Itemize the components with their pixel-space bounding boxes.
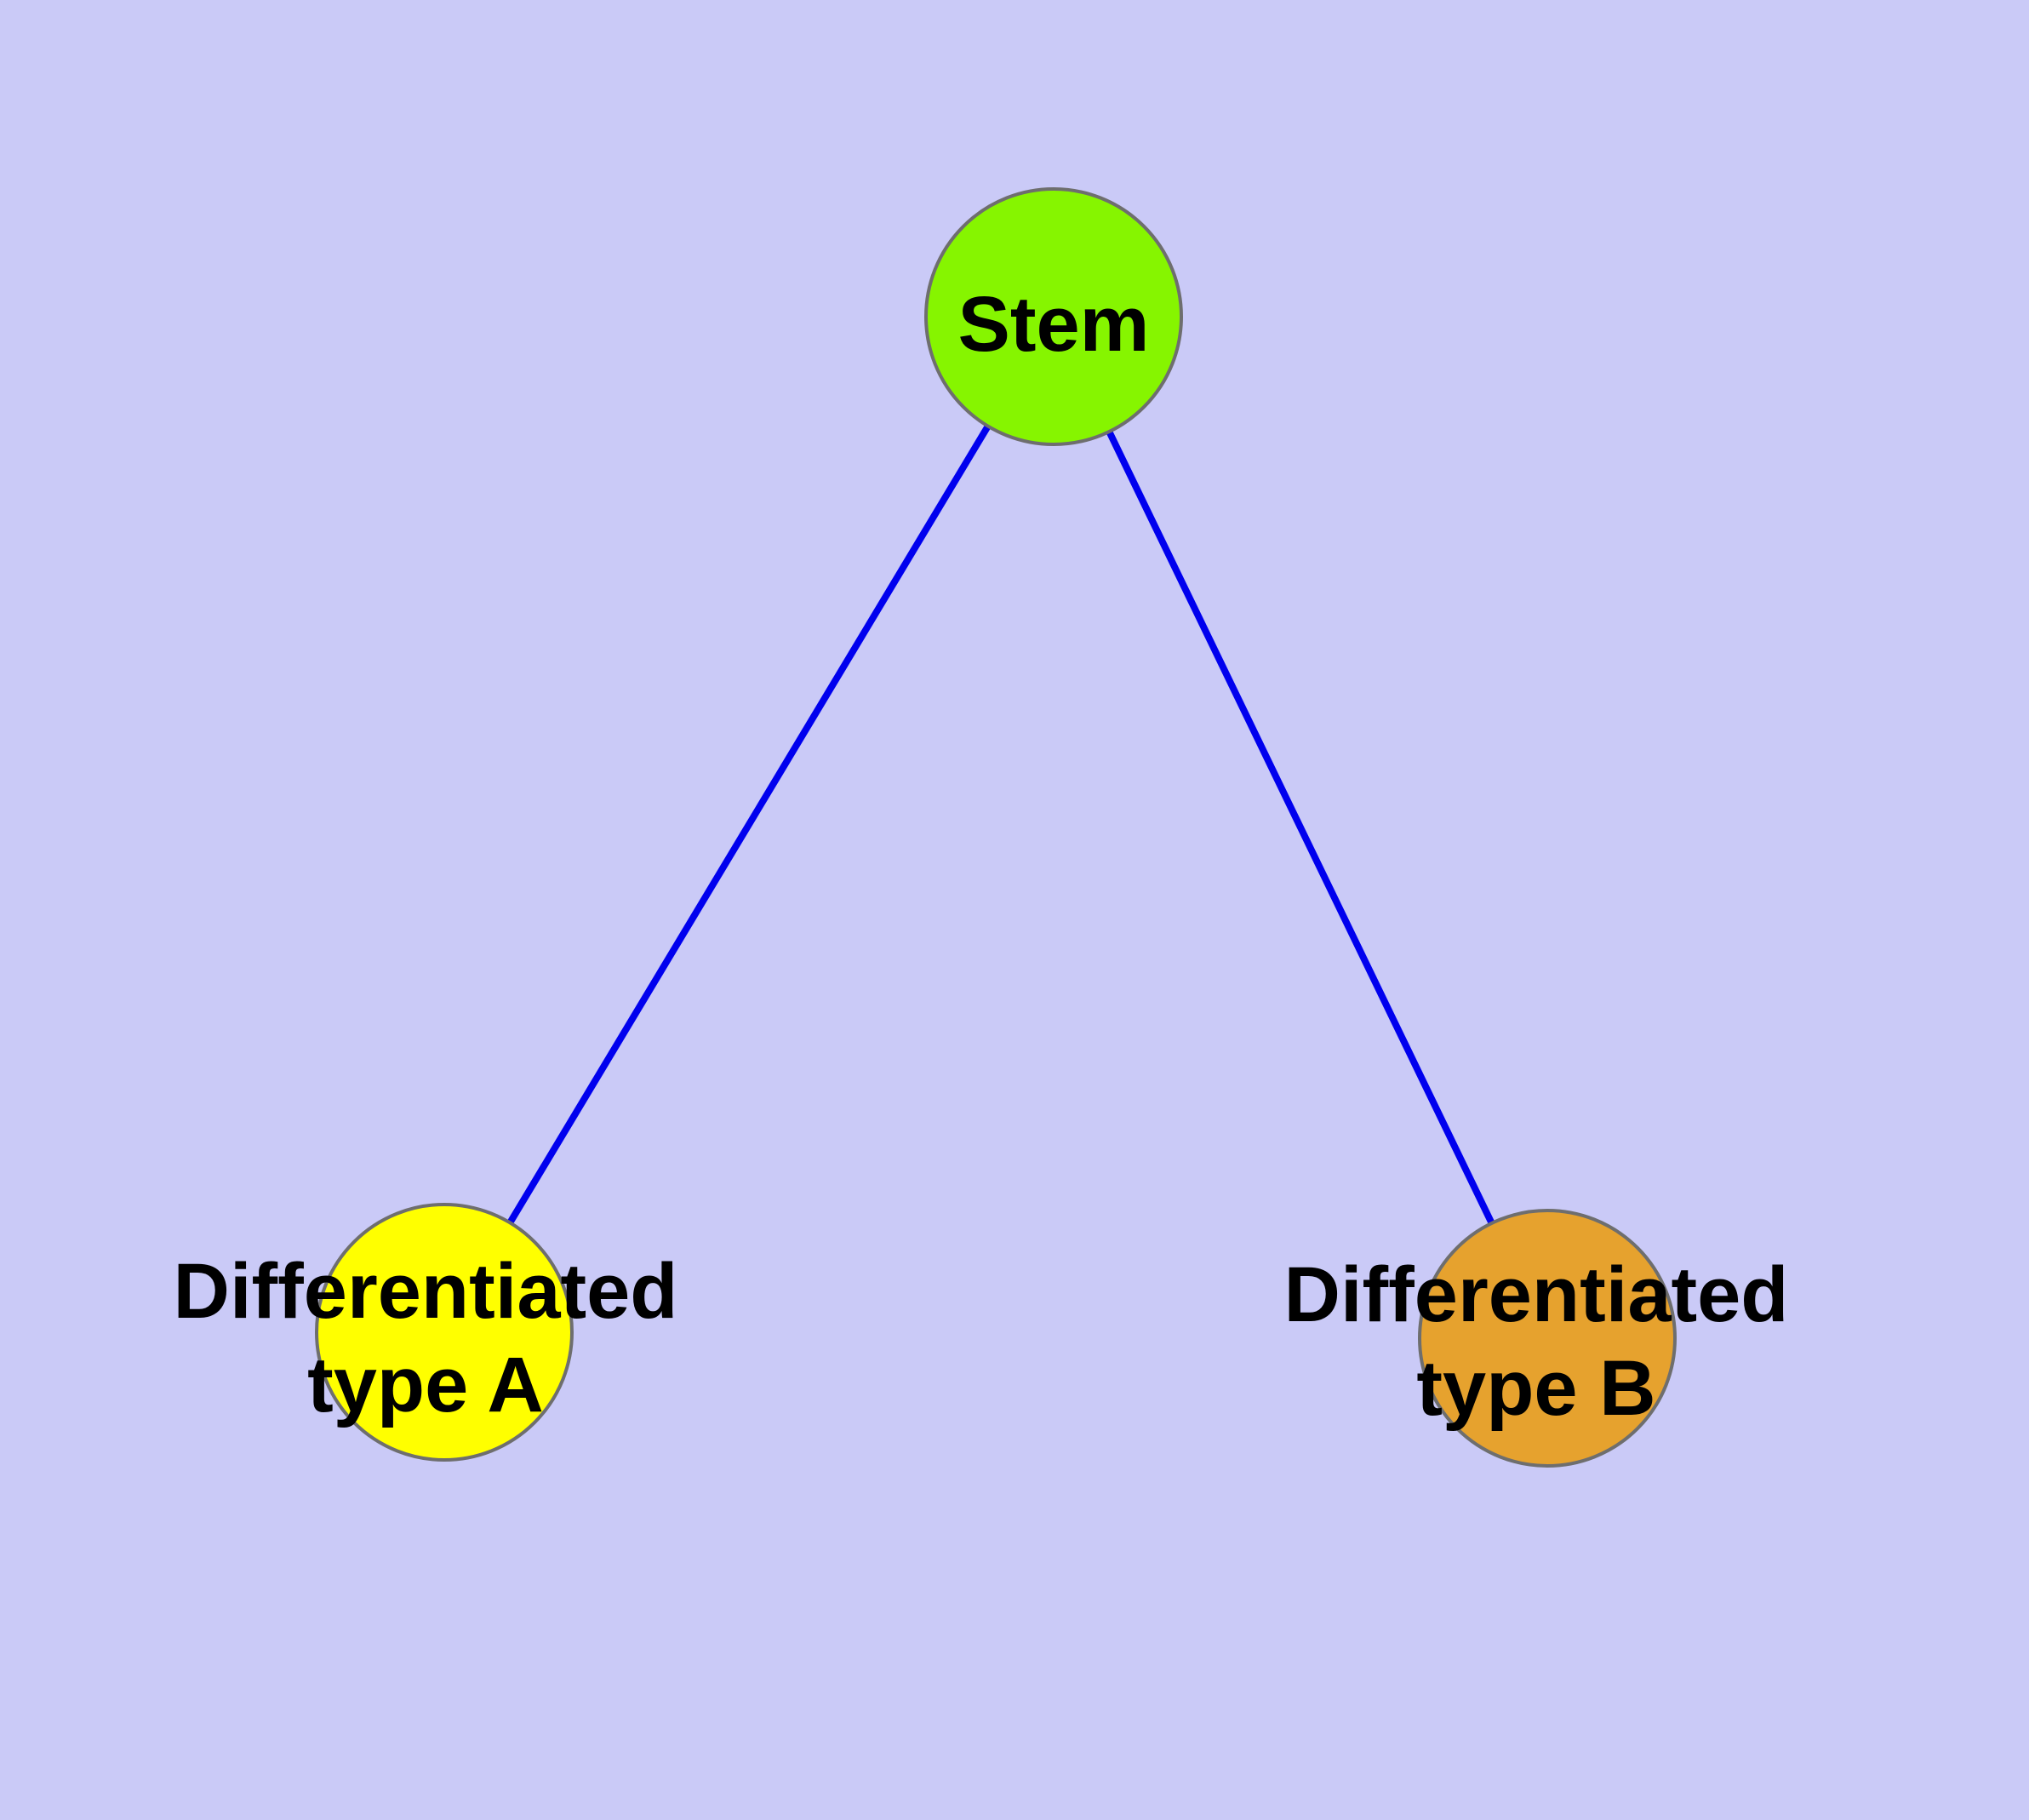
node-differentiated-type-a[interactable]: [315, 1203, 574, 1462]
node-type-b-label-line2: type B: [1416, 1345, 1655, 1432]
node-stem-label: Stem: [958, 281, 1150, 368]
node-differentiated-type-b[interactable]: [1418, 1209, 1677, 1468]
node-stem[interactable]: [924, 187, 1183, 446]
edge-stem-to-type-a: [441, 314, 1057, 1335]
node-type-a-label-line2: type A: [307, 1342, 544, 1428]
node-type-b-label-line1: Differentiated: [1284, 1251, 1789, 1338]
node-type-a-label-line1: Differentiated: [174, 1248, 678, 1335]
edge-stem-to-type-b: [1050, 315, 1551, 1340]
